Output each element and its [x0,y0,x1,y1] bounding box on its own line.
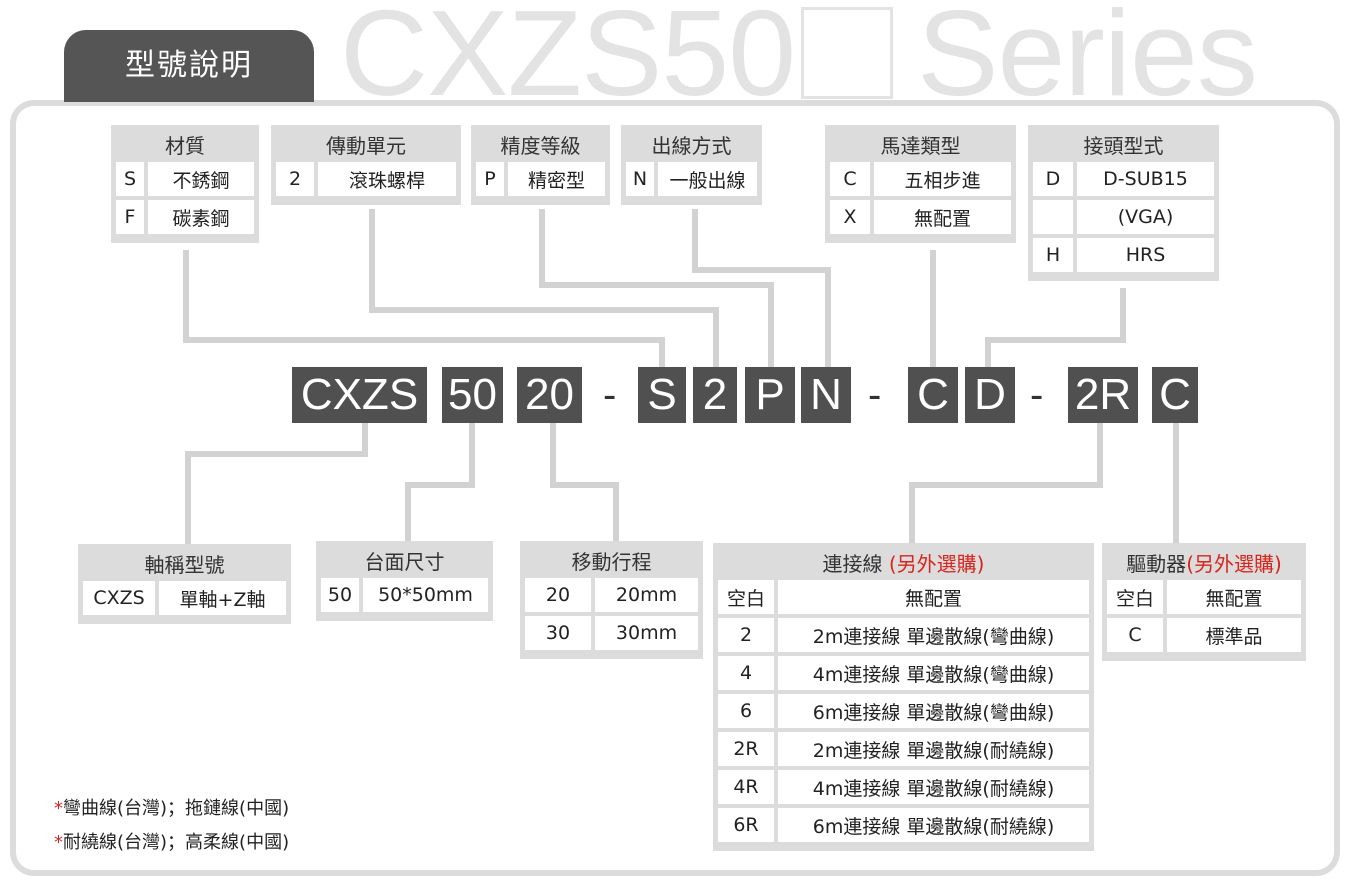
code-material: S [638,367,686,423]
code-stroke: 20 [517,367,582,423]
stroke-title: 移動行程 [571,550,652,574]
code-separator: - [603,373,617,417]
code-driver: C [1152,367,1198,423]
code-precision: P [745,367,795,423]
model-title: 軸稱型號 [144,553,225,577]
code-connector: D [965,367,1015,423]
driver-title: 驅動器(另外選購) [1126,552,1282,576]
code-separator: - [1030,373,1044,417]
motor-title: 馬達類型 [880,134,961,158]
code-separator: - [868,373,882,417]
code-table-size: 50 [442,367,503,423]
page-title: 型號說明 [64,30,314,102]
table-row: 空白無配置 [1107,580,1301,614]
optional-purchase-note: (另外選購) [1186,552,1282,576]
connector-title: 接頭型式 [1083,134,1164,158]
table-size-title: 台面尺寸 [364,550,445,574]
code-series: CXZS [292,367,427,423]
code-motor: C [908,367,958,423]
footnote-bend-cable: *彎曲線(台灣)；拖鏈線(中國) [54,798,290,819]
table-row: 空白無配置 [718,580,1089,614]
code-wiring: N [801,367,851,423]
content-frame [10,100,1340,876]
drive-title: 傳動單元 [326,134,406,158]
optional-purchase-note: (另外選購) [888,552,985,576]
wiring-title: 出線方式 [651,134,732,158]
code-drive: 2 [693,367,737,423]
precision-title: 精度等級 [500,134,581,158]
material-title: 材質 [165,134,205,158]
watermark-placeholder-box [801,7,894,99]
cable-title: 連接線 (另外選購) [822,552,985,576]
code-cable: 2R [1068,367,1138,423]
table-row: (VGA) [1033,200,1214,234]
footnote-flex-cable: *耐繞線(台灣)；高柔線(中國) [54,832,290,853]
